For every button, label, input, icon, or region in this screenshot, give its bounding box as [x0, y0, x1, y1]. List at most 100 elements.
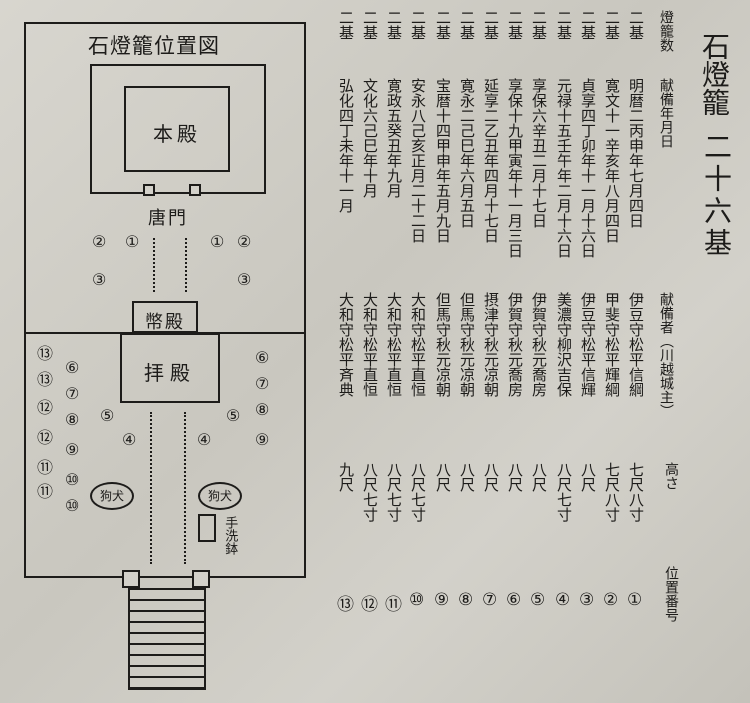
row-date: 明暦二丙申年七月四日 — [627, 78, 645, 228]
row-donor: 伊豆守松平信綱 — [627, 292, 645, 397]
step-post-left — [122, 570, 140, 588]
lantern-marker: ⑦ — [65, 384, 80, 403]
row-height: 八尺 — [482, 462, 500, 492]
row-position-number: ④ — [555, 590, 571, 610]
row-donor: 摂津守秋元凉朝 — [482, 292, 500, 397]
approach-line-lower-left — [150, 412, 152, 564]
row-donor: 甲斐守松平輝綱 — [603, 292, 621, 397]
chozubachi-label: 手洗鉢 — [222, 516, 238, 555]
heiden-building: 幣殿 — [132, 301, 198, 333]
step-post-right — [192, 570, 210, 588]
komainu-right-label: 狗犬 — [207, 489, 232, 503]
lantern-marker: ⑩ — [65, 470, 80, 489]
row-height: 八尺七寸 — [555, 462, 573, 522]
row-count: 二基 — [579, 10, 597, 40]
row-date: 寛永二己巳年六月五日 — [458, 78, 476, 228]
lantern-marker: ⑫ — [37, 428, 54, 447]
row-position-number: ⑬ — [337, 595, 354, 615]
header-donor: 献備者（川越城主） — [658, 292, 674, 418]
row-height: 八尺 — [506, 462, 524, 492]
row-date: 元禄十五壬午年二月十六日 — [555, 78, 573, 258]
lantern-marker: ③ — [92, 270, 107, 289]
lantern-marker: ⑥ — [255, 348, 270, 367]
row-height: 八尺 — [434, 462, 452, 492]
lantern-marker: ⑩ — [65, 496, 80, 515]
lantern-marker: ⑪ — [37, 458, 54, 477]
row-date: 寛文十一辛亥年八月四日 — [603, 78, 621, 243]
heiden-label: 幣殿 — [145, 312, 185, 333]
row-donor: 伊賀守秋元喬房 — [506, 292, 524, 397]
honden-label: 本殿 — [153, 122, 201, 146]
row-height: 八尺 — [530, 462, 548, 492]
lantern-marker: ④ — [197, 430, 212, 449]
komainu-left-label: 狗犬 — [99, 489, 124, 503]
row-date: 延享二乙丑年四月十七日 — [482, 78, 500, 243]
row-height: 八尺 — [579, 462, 597, 492]
row-position-number: ⑪ — [385, 595, 402, 615]
chozubachi-basin — [198, 514, 216, 542]
row-count: 二基 — [337, 10, 355, 40]
row-position-number: ⑫ — [361, 595, 378, 615]
lantern-marker: ② — [92, 232, 107, 251]
row-count: 二基 — [409, 10, 427, 40]
row-count: 二基 — [530, 10, 548, 40]
entrance-steps — [128, 588, 206, 690]
row-donor: 伊賀守秋元喬房 — [530, 292, 548, 397]
row-position-number: ⑤ — [530, 590, 546, 610]
row-donor: 美濃守柳沢吉保 — [555, 292, 573, 397]
komainu-right: 狗犬 — [198, 482, 242, 510]
row-position-number: ⑩ — [409, 590, 425, 610]
row-height: 七尺八寸 — [603, 462, 621, 522]
row-count: 二基 — [506, 10, 524, 40]
row-height: 八尺七寸 — [385, 462, 403, 522]
lantern-marker: ② — [237, 232, 252, 251]
karamon-label: 唐門 — [148, 208, 188, 229]
row-date: 弘化四丁未年十一月 — [337, 78, 355, 213]
lantern-marker: ③ — [237, 270, 252, 289]
row-count: 二基 — [627, 10, 645, 40]
row-height: 七尺八寸 — [627, 462, 645, 522]
row-count: 二基 — [482, 10, 500, 40]
row-donor: 大和守松平直恒 — [361, 292, 379, 397]
row-position-number: ① — [627, 590, 643, 610]
lantern-marker: ⑬ — [37, 370, 54, 389]
row-date: 文化六己巳年十月 — [361, 78, 379, 198]
row-position-number: ⑥ — [506, 590, 522, 610]
map-frame — [24, 22, 306, 578]
lantern-marker: ⑨ — [65, 440, 80, 459]
row-donor: 大和守松平直恒 — [385, 292, 403, 397]
row-height: 九尺 — [337, 462, 355, 492]
lantern-marker: ④ — [122, 430, 137, 449]
honden-enclosure — [90, 64, 266, 194]
row-date: 享保十九甲寅年十一月三日 — [506, 78, 524, 258]
row-height: 八尺 — [458, 462, 476, 492]
header-count: 燈籠数 — [658, 10, 674, 52]
row-date: 安永八己亥正月二十二日 — [409, 78, 427, 243]
row-donor: 大和守松平直恒 — [409, 292, 427, 397]
row-donor: 大和守松平斉典 — [337, 292, 355, 397]
row-date: 宝暦十四甲申年五月九日 — [434, 78, 452, 243]
total-count: 二十六基 — [700, 132, 733, 260]
row-donor: 伊豆守松平信輝 — [579, 292, 597, 397]
row-date: 享保六辛丑二月十七日 — [530, 78, 548, 228]
row-count: 二基 — [434, 10, 452, 40]
row-count: 二基 — [603, 10, 621, 40]
row-position-number: ⑧ — [458, 590, 474, 610]
lantern-marker: ① — [125, 232, 140, 251]
row-date: 貞享四丁卯年十一月十六日 — [579, 78, 597, 258]
row-height: 八尺七寸 — [409, 462, 427, 522]
gate-post-left — [143, 184, 155, 196]
lantern-marker: ⑧ — [255, 400, 270, 419]
header-position: 位置番号 — [663, 566, 679, 622]
row-donor: 但馬守秋元凉朝 — [434, 292, 452, 397]
lantern-marker: ⑤ — [100, 406, 115, 425]
row-donor: 但馬守秋元凉朝 — [458, 292, 476, 397]
lantern-marker: ⑬ — [37, 344, 54, 363]
lantern-marker: ⑤ — [226, 406, 241, 425]
lantern-marker: ⑨ — [255, 430, 270, 449]
row-position-number: ⑦ — [482, 590, 498, 610]
komainu-left: 狗犬 — [90, 482, 134, 510]
lantern-marker: ⑥ — [65, 358, 80, 377]
lantern-marker: ⑪ — [37, 482, 54, 501]
